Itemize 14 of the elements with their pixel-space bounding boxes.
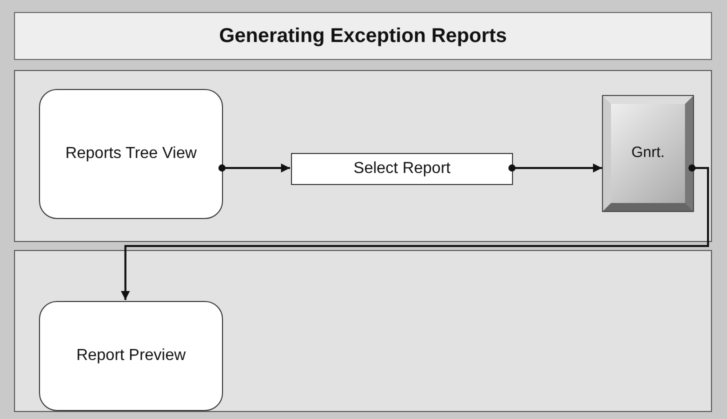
title: Generating Exception Reports <box>219 24 507 48</box>
rounded-box <box>39 301 223 411</box>
arrow <box>218 164 290 172</box>
panel <box>14 250 712 412</box>
node-label: Report Preview <box>75 346 187 366</box>
rounded-box <box>39 89 223 219</box>
node-label: Select Report <box>352 159 452 180</box>
generate-button <box>603 96 693 211</box>
node-label: Gnrt. <box>630 143 666 164</box>
node-label: Reports Tree View <box>64 144 198 164</box>
panel <box>14 70 712 242</box>
arrow <box>508 164 602 172</box>
process-box <box>291 153 513 185</box>
arrow <box>120 164 709 300</box>
